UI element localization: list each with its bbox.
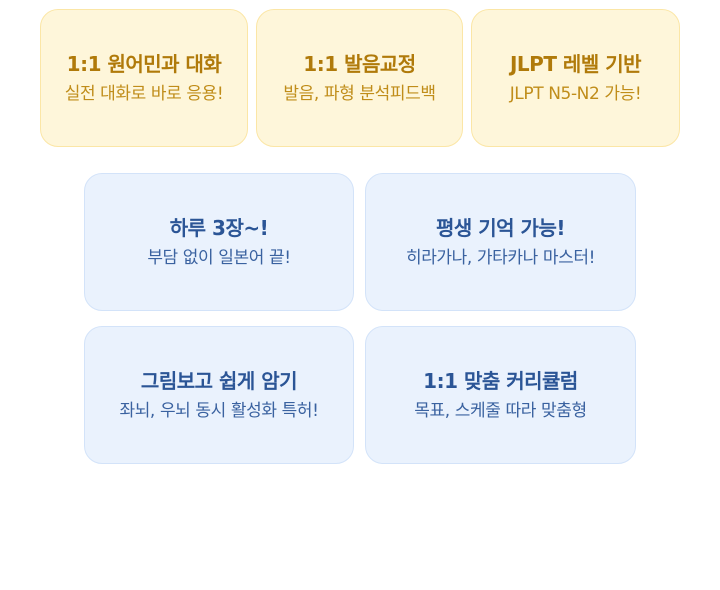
feature-card-picture-memorize: 그림보고 쉽게 암기 좌뇌, 우뇌 동시 활성화 특허! [84,326,354,464]
feature-card-title: JLPT 레벨 기반 [509,51,642,76]
feature-card-subtitle: 부담 없이 일본어 끝! [147,247,291,268]
feature-card-daily-three: 하루 3장~! 부담 없이 일본어 끝! [84,173,354,311]
feature-card-subtitle: 발음, 파형 분석피드백 [283,83,436,104]
feature-card-title: 평생 기억 가능! [436,215,565,240]
feature-card-title: 1:1 원어민과 대화 [66,51,222,76]
feature-card-pronunciation: 1:1 발음교정 발음, 파형 분석피드백 [256,9,463,147]
feature-card-subtitle: 좌뇌, 우뇌 동시 활성화 특허! [119,400,319,421]
feature-card-subtitle: JLPT N5-N2 가능! [509,83,642,104]
feature-card-jlpt-level: JLPT 레벨 기반 JLPT N5-N2 가능! [471,9,680,147]
feature-card-lifetime-memory: 평생 기억 가능! 히라가나, 가타카나 마스터! [365,173,636,311]
feature-card-title: 1:1 맞춤 커리큘럼 [423,368,578,393]
feature-card-title: 그림보고 쉽게 암기 [140,368,298,393]
feature-card-native-conversation: 1:1 원어민과 대화 실전 대화로 바로 응용! [40,9,248,147]
feature-card-subtitle: 히라가나, 가타카나 마스터! [405,247,596,268]
feature-card-subtitle: 실전 대화로 바로 응용! [64,83,224,104]
feature-card-title: 하루 3장~! [169,215,269,240]
feature-card-subtitle: 목표, 스케줄 따라 맞춤형 [414,400,587,421]
feature-card-custom-curriculum: 1:1 맞춤 커리큘럼 목표, 스케줄 따라 맞춤형 [365,326,636,464]
feature-card-title: 1:1 발음교정 [303,51,416,76]
